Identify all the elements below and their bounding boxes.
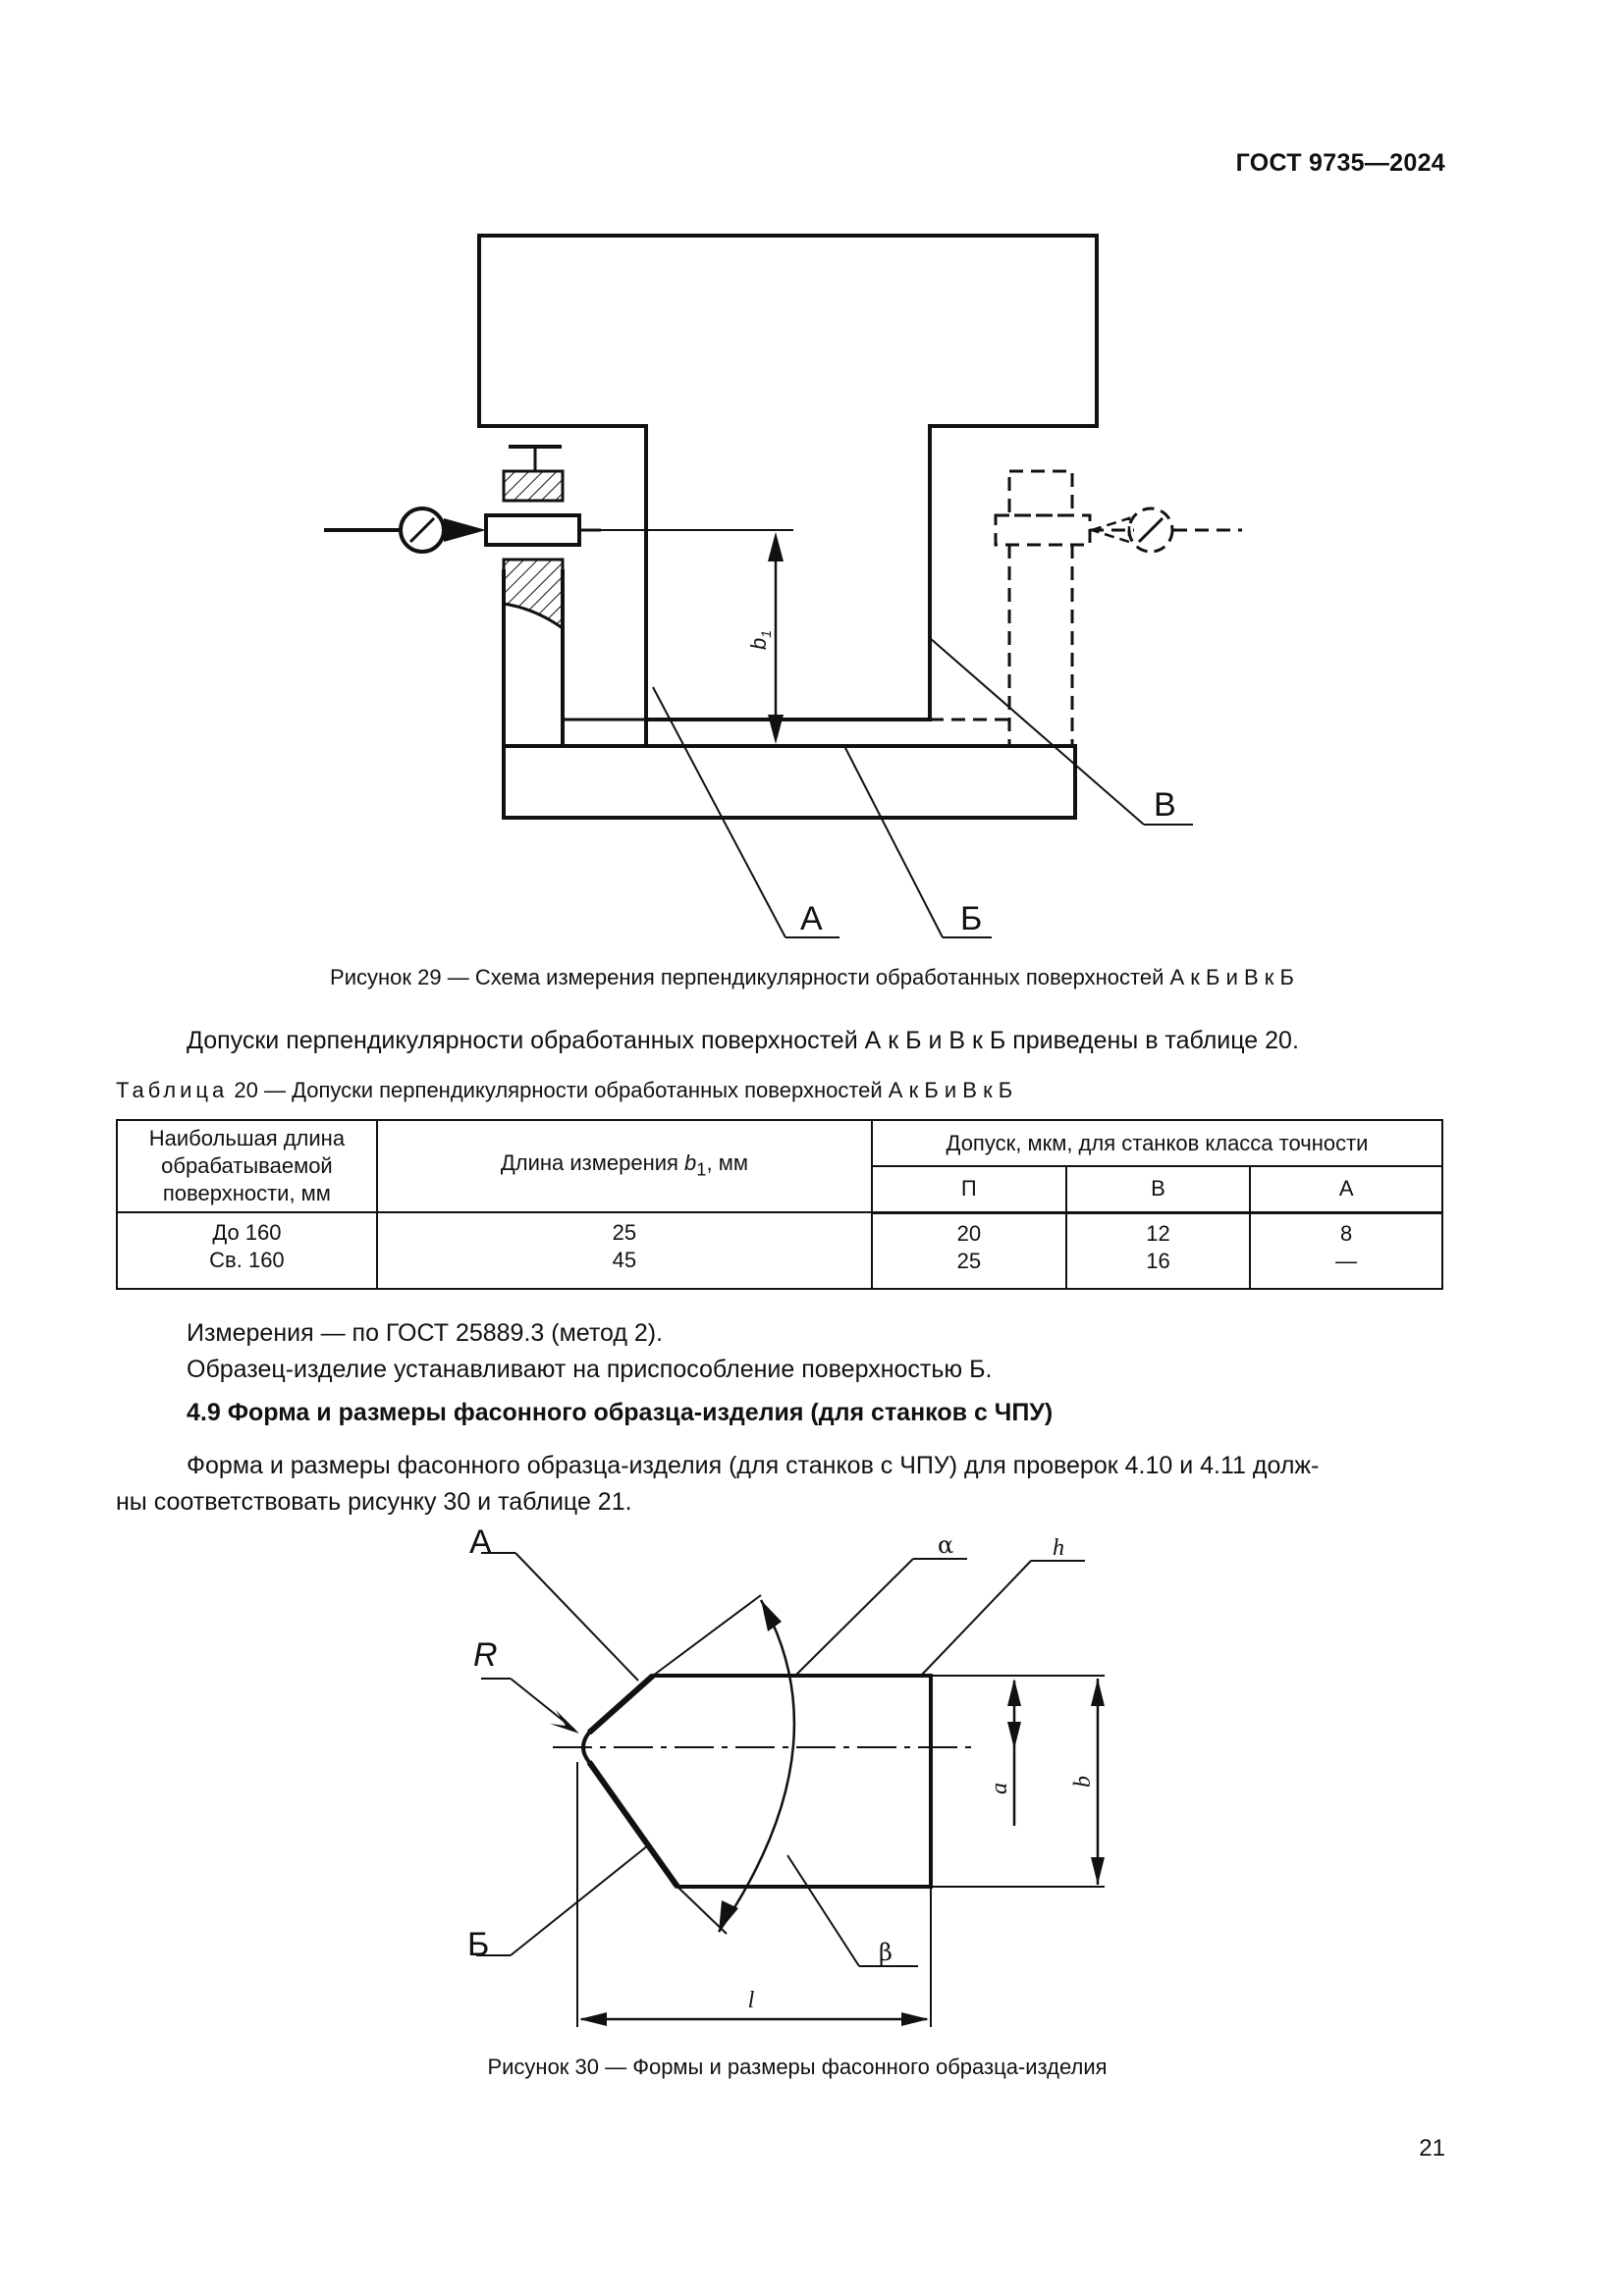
label-l: l <box>748 1988 755 2013</box>
section-text-line-1: Форма и размеры фасонного образца-издели… <box>187 1452 1320 1479</box>
label-alpha: α <box>938 1531 953 1559</box>
label-B: Б <box>467 1926 489 1963</box>
section-text-line-2: ны соответствовать рисунку 30 и таблице … <box>116 1488 632 1516</box>
label-A: А <box>469 1523 492 1561</box>
col-header-length: Наибольшая длина обрабатываемой поверхно… <box>116 1119 378 1213</box>
label-A: А <box>800 900 823 937</box>
col-header-class-a: А <box>1249 1165 1443 1214</box>
label-V: В <box>1154 786 1176 824</box>
intro-paragraph: Допуски перпендикулярности обработанных … <box>187 1027 1299 1054</box>
col-header-tolerance-group: Допуск, мкм, для станков класса точности <box>871 1119 1443 1167</box>
col-header-class-v: В <box>1064 1165 1252 1214</box>
note-measurements: Измерения — по ГОСТ 25889.3 (метод 2). <box>187 1319 664 1347</box>
col-header-measure: Длина измерения b1, мм <box>375 1119 874 1213</box>
note-mounting: Образец-изделие устанавливают на приспос… <box>187 1356 993 1383</box>
section-title: 4.9 Форма и размеры фасонного образца-из… <box>187 1399 1054 1426</box>
page-number: 21 <box>1419 2135 1445 2162</box>
base-bar <box>502 744 1077 820</box>
figure-30-caption: Рисунок 30 — Формы и размеры фасонного о… <box>487 2055 1108 2079</box>
document-header: ГОСТ 9735—2024 <box>1235 149 1445 177</box>
label-beta: β <box>879 1939 893 1966</box>
col-header-class-p: П <box>871 1165 1067 1214</box>
figure-29-diagram: b1 А Б В <box>324 234 1242 938</box>
table-20: Наибольшая длина обрабатываемой поверхно… <box>116 1119 1443 1290</box>
b1-label: b1 <box>746 630 774 650</box>
figure-29-caption: Рисунок 29 — Схема измерения перпендикул… <box>330 965 1294 989</box>
label-h: h <box>1053 1535 1064 1561</box>
label-a: a <box>987 1783 1012 1794</box>
label-B: Б <box>960 900 982 937</box>
part-outline <box>581 1674 933 1889</box>
table-20-caption: Таблица 20 — Допуски перпендикулярности … <box>116 1078 1013 1102</box>
label-R: R <box>473 1636 498 1674</box>
label-b: b <box>1070 1776 1096 1788</box>
